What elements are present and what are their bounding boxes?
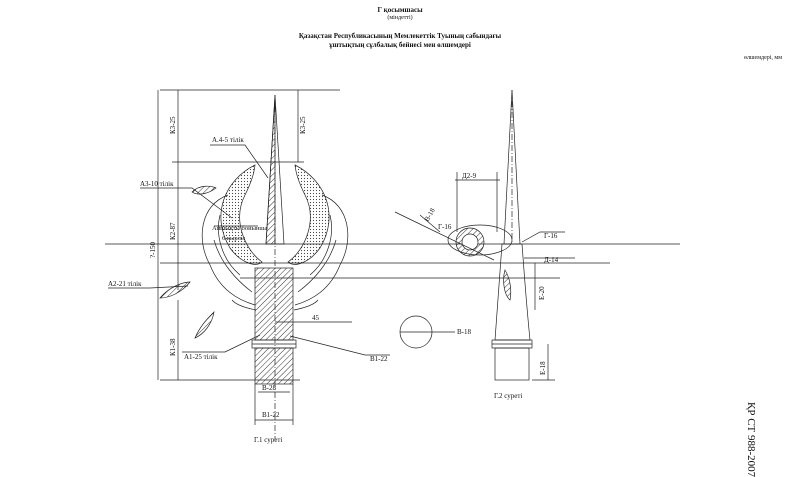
label-g16-right: Г-16 bbox=[544, 232, 558, 240]
leaf-a2 bbox=[159, 281, 191, 299]
figure1-texts: А.4-5 тілік А3-10 тілік А2-21 тілік А1-2… bbox=[108, 116, 472, 444]
shaft-upper bbox=[254, 267, 294, 341]
dim-total-150: ?-150 bbox=[149, 242, 157, 258]
figure1-caption: Г.1 суреті bbox=[254, 436, 282, 444]
figure1-group bbox=[105, 89, 680, 440]
figure2-group bbox=[394, 89, 575, 381]
leader-a1-25 bbox=[182, 334, 261, 353]
dim-k2-87: К2-87 bbox=[169, 222, 177, 240]
wing-left bbox=[201, 194, 257, 311]
label-a4-5: А.4-5 тілік bbox=[212, 136, 244, 144]
crescent-right bbox=[287, 164, 330, 265]
leader-g16-right bbox=[521, 231, 565, 243]
units-note: өлшемдері, мм bbox=[743, 55, 782, 61]
label-b1-22-leader: В1-22 bbox=[370, 355, 388, 363]
crescent-left bbox=[220, 164, 263, 265]
leader-a4-5 bbox=[210, 144, 269, 179]
fig2-detail-circle-inner bbox=[461, 233, 479, 251]
label-a3-10: А3-10 тілік bbox=[140, 180, 174, 188]
label-dim-45: 45 bbox=[312, 314, 320, 322]
drawing-title-line2: ұштықтың сұлбалық бейнесі мен өлшемдері bbox=[329, 41, 471, 49]
drawing-title-line1: Қазақстан Республикасының Мемлекеттік Ту… bbox=[298, 32, 502, 40]
dim-k3-25-right: К3-25 bbox=[299, 116, 307, 134]
wing-right bbox=[293, 194, 349, 311]
appendix-status: (міндетті) bbox=[387, 15, 413, 21]
dim-k1-38: К1-38 bbox=[169, 338, 177, 356]
label-rivet-note1: Айшықты бойынша bbox=[212, 225, 267, 232]
label-a1-25: А1-25 тілік bbox=[184, 353, 218, 361]
label-b18: В-18 bbox=[457, 328, 472, 336]
technical-drawing: А.4-5 тілік А3-10 тілік А2-21 тілік А1-2… bbox=[105, 89, 680, 444]
appendix-title: Г қосымшасы bbox=[377, 6, 423, 14]
label-v18-fig2: В-18 bbox=[423, 206, 437, 223]
dim-k3-25-left: К3-25 bbox=[169, 116, 177, 134]
label-e18: Е-18 bbox=[539, 361, 547, 375]
leader-a2-21 bbox=[108, 285, 189, 289]
figure2-caption: Г.2 суреті bbox=[494, 392, 522, 400]
label-a2-21: А2-21 тілік bbox=[108, 280, 142, 288]
leaf-a1 bbox=[194, 310, 215, 339]
label-g16-left: Г-16 bbox=[438, 223, 452, 231]
leader-v18-fig2 bbox=[419, 214, 441, 233]
label-b1-22-bottom: В1-22 bbox=[262, 411, 280, 419]
figure2-texts: Д2-9 В-18 Г-16 Г-16 Д-14 Е-20 Е-18 Г.2 с… bbox=[423, 172, 559, 400]
label-d14: Д-14 bbox=[544, 256, 559, 264]
fig2-ring-ellipse bbox=[447, 224, 513, 256]
fig2-body bbox=[494, 243, 531, 341]
fig2-shaft bbox=[494, 347, 530, 381]
fig2-leaf-profile bbox=[503, 269, 512, 301]
leader-b1-22 bbox=[289, 335, 390, 356]
leaf-a3 bbox=[191, 185, 217, 195]
fig2-circle-diag bbox=[394, 211, 495, 261]
leader-a3-10 bbox=[140, 187, 233, 219]
label-b28: В-28 bbox=[262, 384, 277, 392]
shaft-lower bbox=[254, 347, 294, 385]
label-e20: Е-20 bbox=[538, 286, 546, 300]
label-d2-9: Д2-9 bbox=[462, 172, 477, 180]
label-rivet-note2: 6 қырлы bbox=[222, 235, 246, 242]
